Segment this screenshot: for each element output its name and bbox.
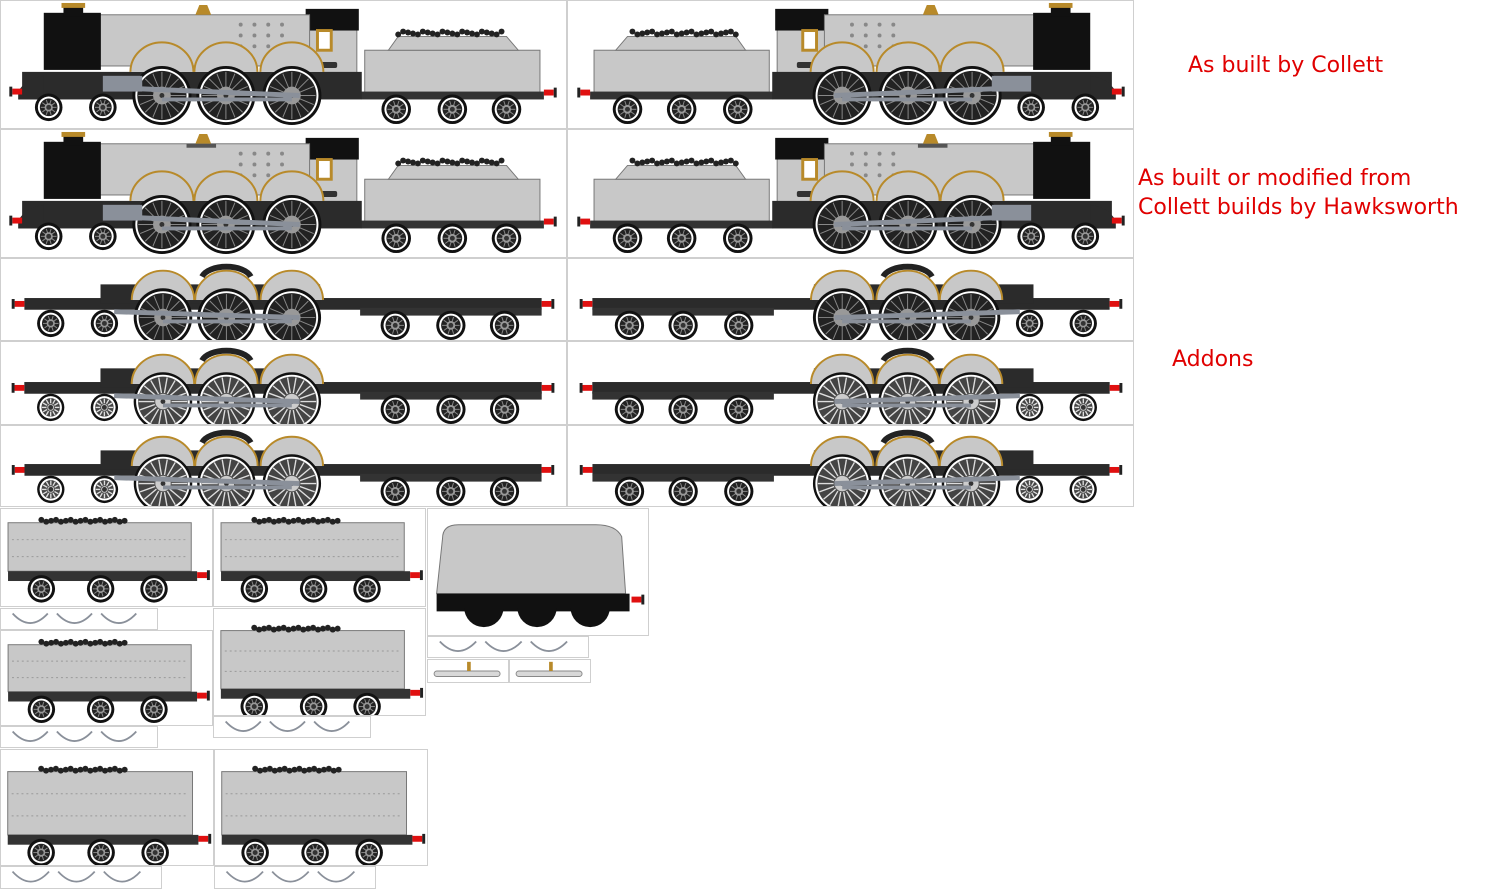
chassis-spoked-alt-right-panel — [567, 425, 1134, 507]
collett-loco-left-panel — [0, 0, 567, 129]
locomotive-sprite-icon — [9, 131, 557, 255]
chassis-sprite-icon — [579, 429, 1123, 506]
chassis-spoked-alt-left-panel — [0, 425, 567, 507]
locomotive-sprite-icon — [577, 131, 1125, 255]
locomotive-sprite-icon — [577, 2, 1125, 126]
chassis-sprite-icon — [11, 263, 555, 340]
spring-part-icon — [11, 612, 137, 624]
hawksworth-tender-sprite-icon — [436, 524, 645, 628]
spring-part-icon — [439, 640, 568, 652]
hawksworth-tender-panel — [427, 508, 649, 636]
spring-part-icon — [11, 730, 137, 742]
collett-loco-right-panel — [567, 0, 1134, 129]
label-hawksworth-line2: Collett builds by Hawksworth — [1138, 195, 1459, 220]
spring-part-icon — [224, 720, 350, 732]
chassis-sprite-icon — [11, 347, 555, 424]
pipe-part-1-panel — [427, 659, 509, 683]
tender-addon-1-panel — [0, 508, 213, 607]
tender-sprite-icon — [220, 624, 424, 715]
locomotive-sprite-icon — [9, 2, 557, 126]
spring-part-icon — [11, 870, 142, 883]
pipe-part-2-panel — [509, 659, 591, 683]
pipe-part-icon — [515, 661, 583, 677]
spring-strip-4-panel — [427, 636, 589, 658]
chassis-sprite-icon — [579, 347, 1123, 424]
spring-part-icon — [225, 870, 356, 883]
chassis-sprite-icon — [579, 263, 1123, 340]
tender-sprite-icon — [221, 765, 426, 865]
spring-strip-5-panel — [0, 866, 162, 889]
chassis-disc-right-panel — [567, 258, 1134, 341]
chassis-sprite-icon — [11, 429, 555, 506]
chassis-spoked-right-panel — [567, 341, 1134, 425]
label-hawksworth-line1: As built or modified from — [1138, 166, 1412, 191]
chassis-disc-left-panel — [0, 258, 567, 341]
tender-addon-5-panel — [0, 749, 214, 866]
tender-addon-4-panel — [213, 608, 426, 716]
hawksworth-loco-left-panel — [0, 129, 567, 258]
spring-strip-2-panel — [0, 726, 158, 748]
tender-sprite-icon — [220, 516, 423, 603]
hawksworth-loco-right-panel — [567, 129, 1134, 258]
tender-addon-3-panel — [0, 630, 213, 726]
spring-strip-3-panel — [213, 716, 371, 738]
tender-sprite-icon — [7, 765, 212, 865]
spring-strip-1-panel — [0, 608, 158, 630]
tender-addon-2-panel — [213, 508, 426, 607]
label-addons: Addons — [1172, 347, 1254, 372]
label-collett: As built by Collett — [1188, 53, 1384, 78]
chassis-spoked-left-panel — [0, 341, 567, 425]
pipe-part-icon — [433, 661, 501, 677]
spring-strip-6-panel — [214, 866, 376, 889]
tender-sprite-icon — [7, 516, 210, 603]
tender-addon-6-panel — [214, 749, 428, 866]
tender-sprite-icon — [7, 638, 210, 724]
